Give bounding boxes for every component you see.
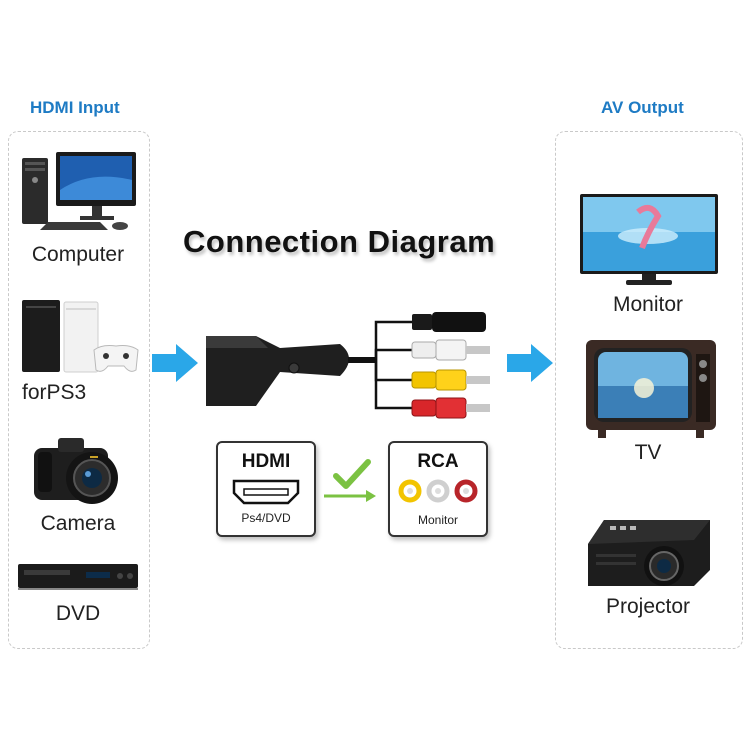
hdmi-box-subtitle: Ps4/DVD (241, 511, 291, 525)
device-label-camera: Camera (40, 512, 116, 535)
computer-icon (22, 152, 136, 230)
device-label-tv: TV (634, 441, 662, 464)
diagram-title: Connection Diagram (183, 224, 496, 259)
game-console-icon (22, 300, 139, 373)
av-output-heading: AV Output (601, 98, 684, 117)
rca-box-title: RCA (417, 451, 459, 472)
device-label-projector: Projector (605, 595, 691, 618)
rca-ports-icon (398, 479, 478, 503)
input-panel (8, 131, 150, 649)
device-label-computer: Computer (31, 243, 125, 266)
device-label-dvd: DVD (55, 602, 101, 625)
tv-icon (586, 340, 716, 438)
output-arrow-icon (507, 344, 553, 382)
input-arrow-icon (152, 344, 198, 382)
hdmi-box: HDMI Ps4/DVD (216, 441, 316, 537)
converter-adapter-icon (206, 312, 490, 419)
camera-icon (34, 438, 118, 504)
hdmi-box-title: HDMI (241, 451, 291, 472)
device-label-monitor: Monitor (612, 293, 684, 316)
rca-box: RCA Monitor (388, 441, 488, 537)
device-label-forps3: forPS3 (22, 381, 87, 404)
projector-icon (588, 520, 710, 586)
rca-box-subtitle: Monitor (417, 513, 458, 527)
output-panel (555, 131, 743, 649)
monitor-icon (580, 194, 718, 285)
check-arrow-icon (324, 459, 376, 502)
hdmi-port-icon (232, 479, 300, 505)
hdmi-input-heading: HDMI Input (30, 98, 120, 117)
dvd-player-icon (18, 564, 138, 590)
